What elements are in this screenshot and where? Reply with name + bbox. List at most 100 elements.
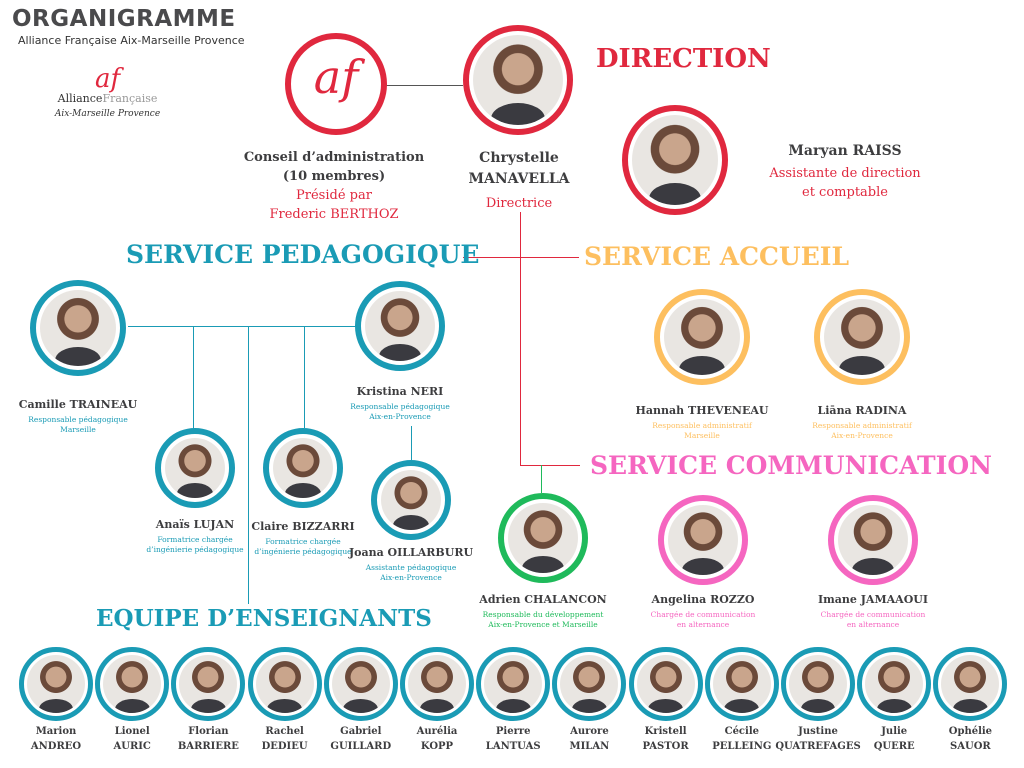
connector-board-director: [385, 85, 463, 86]
person-role-line: Marseille: [684, 431, 720, 440]
section-enseignants-heading: EQUIPE D’ENSEIGNANTS: [96, 605, 432, 632]
teacher-first-name: Lionel: [114, 726, 150, 737]
person-role-line: d’ingénierie pédagogique: [254, 547, 352, 556]
teacher-photo-ring: [857, 647, 932, 721]
person-role-line: Marseille: [60, 425, 96, 434]
teacher-photo: [484, 655, 543, 713]
person-role-line: Chargée de communication: [820, 610, 926, 619]
connector-enseignants: [248, 326, 249, 604]
logo-name-a: Alliance: [57, 92, 103, 105]
person-photo-ring: [355, 281, 445, 371]
teacher-last-name: QUATREFAGES: [775, 741, 861, 752]
director-photo-ring: [463, 25, 573, 135]
teacher-last-name: BARRIERE: [177, 741, 239, 752]
board-title: Conseil d’administration (10 membres) Pr…: [244, 148, 424, 224]
director-first-name: Chrystelle: [479, 150, 559, 166]
teacher-photo-ring: [552, 647, 627, 721]
person-photo: [668, 505, 738, 575]
person-name: Hannah THEVENEAU: [635, 404, 769, 417]
teacher-last-name: SAUOR: [950, 741, 991, 752]
person-role-line: Assistante pédagogique: [365, 563, 457, 572]
person-name: Angelina ROZZO: [651, 593, 755, 606]
person-photo: [508, 503, 578, 573]
director-card: Chrystelle MANAVELLA Directrice: [468, 148, 569, 214]
connector-anais: [193, 326, 194, 430]
connector-adrien: [541, 465, 542, 493]
person-photo: [838, 505, 908, 575]
person-name: Liāna RADINA: [817, 404, 907, 417]
assistant-photo-ring: [622, 105, 728, 215]
person-role-line: en alternance: [676, 620, 730, 629]
teacher-first-name: Pierre: [495, 726, 531, 737]
person-role-line: Aix-en-Provence et Marseille: [488, 620, 598, 629]
connector-pedagogique-horizontal: [128, 326, 356, 327]
person-role-line: Formatrice chargée: [265, 537, 341, 546]
teacher-photo-ring: [476, 647, 551, 721]
teacher-photo-ring: [933, 647, 1008, 721]
person-name: Imane JAMAAOUI: [817, 593, 929, 606]
teacher-photo: [255, 655, 314, 713]
teacher-first-name: Kristell: [644, 726, 687, 737]
person-photo-ring: [654, 289, 750, 385]
teacher-first-name: Aurore: [570, 726, 609, 737]
teacher-first-name: Marion: [35, 726, 77, 737]
person-photo-ring: [30, 280, 126, 376]
person-photo-ring: [828, 495, 918, 585]
teacher-photo: [636, 655, 695, 713]
board-af-mark: af: [313, 50, 359, 104]
teacher-last-name: AURIC: [113, 741, 151, 752]
connector-pedagogique-accueil: [463, 257, 579, 258]
board-line3: Présidé par: [296, 188, 372, 203]
teacher-last-name: KOPP: [420, 741, 454, 752]
teacher-photo: [789, 655, 847, 713]
director-photo: [473, 35, 563, 125]
teacher-photo: [27, 655, 85, 713]
teacher-first-name: Ophélie: [948, 726, 993, 737]
page-title: ORGANIGRAMME: [12, 6, 236, 32]
teacher-photo-ring: [19, 647, 93, 721]
teacher-last-name: DEDIEU: [261, 741, 308, 752]
person-photo-ring: [263, 428, 343, 508]
teacher-photo-ring: [247, 647, 322, 721]
section-accueil-heading: SERVICE ACCUEIL: [584, 242, 850, 271]
person-role-line: Responsable pédagogique: [350, 402, 450, 411]
teacher-photo: [560, 655, 619, 713]
person-photo: [40, 290, 116, 366]
assistant-role1: Assistante de direction: [769, 166, 921, 181]
teacher-first-name: Cécile: [724, 726, 759, 737]
section-communication-heading: SERVICE COMMUNICATION: [590, 451, 992, 480]
teacher-photo: [331, 655, 390, 713]
person-photo: [381, 470, 441, 530]
connector-claire: [304, 326, 305, 428]
person-photo-ring: [658, 495, 748, 585]
logo-name-b: Française: [102, 92, 158, 105]
assistant-card: Maryan RAISS Assistante de direction et …: [769, 142, 920, 202]
person-photo-ring: [814, 289, 910, 385]
person-role-line: Formatrice chargée: [157, 535, 233, 544]
teacher-photo: [712, 655, 771, 713]
teacher-photo: [179, 655, 238, 713]
person-photo: [824, 299, 900, 375]
teacher-photo-ring: [323, 647, 398, 721]
person-photo: [365, 291, 435, 361]
person-role-line: Aix-en-Provence: [831, 431, 893, 440]
logo-mark: af: [94, 64, 121, 94]
teacher-photo-ring: [171, 647, 246, 721]
person-name: Joana OILLARBURU: [348, 546, 474, 559]
teacher-photo: [103, 655, 162, 713]
section-pedagogique-heading: SERVICE PEDAGOGIQUE: [126, 240, 480, 269]
person-photo-ring: [371, 460, 451, 540]
person-photo: [273, 438, 333, 498]
person-role-line: d’ingénierie pédagogique: [146, 545, 244, 554]
person-role-line: Responsable pédagogique: [28, 415, 128, 424]
person-name: Camille TRAINEAU: [18, 398, 138, 411]
assistant-name: Maryan RAISS: [788, 143, 902, 159]
assistant-role2: et comptable: [802, 185, 888, 200]
